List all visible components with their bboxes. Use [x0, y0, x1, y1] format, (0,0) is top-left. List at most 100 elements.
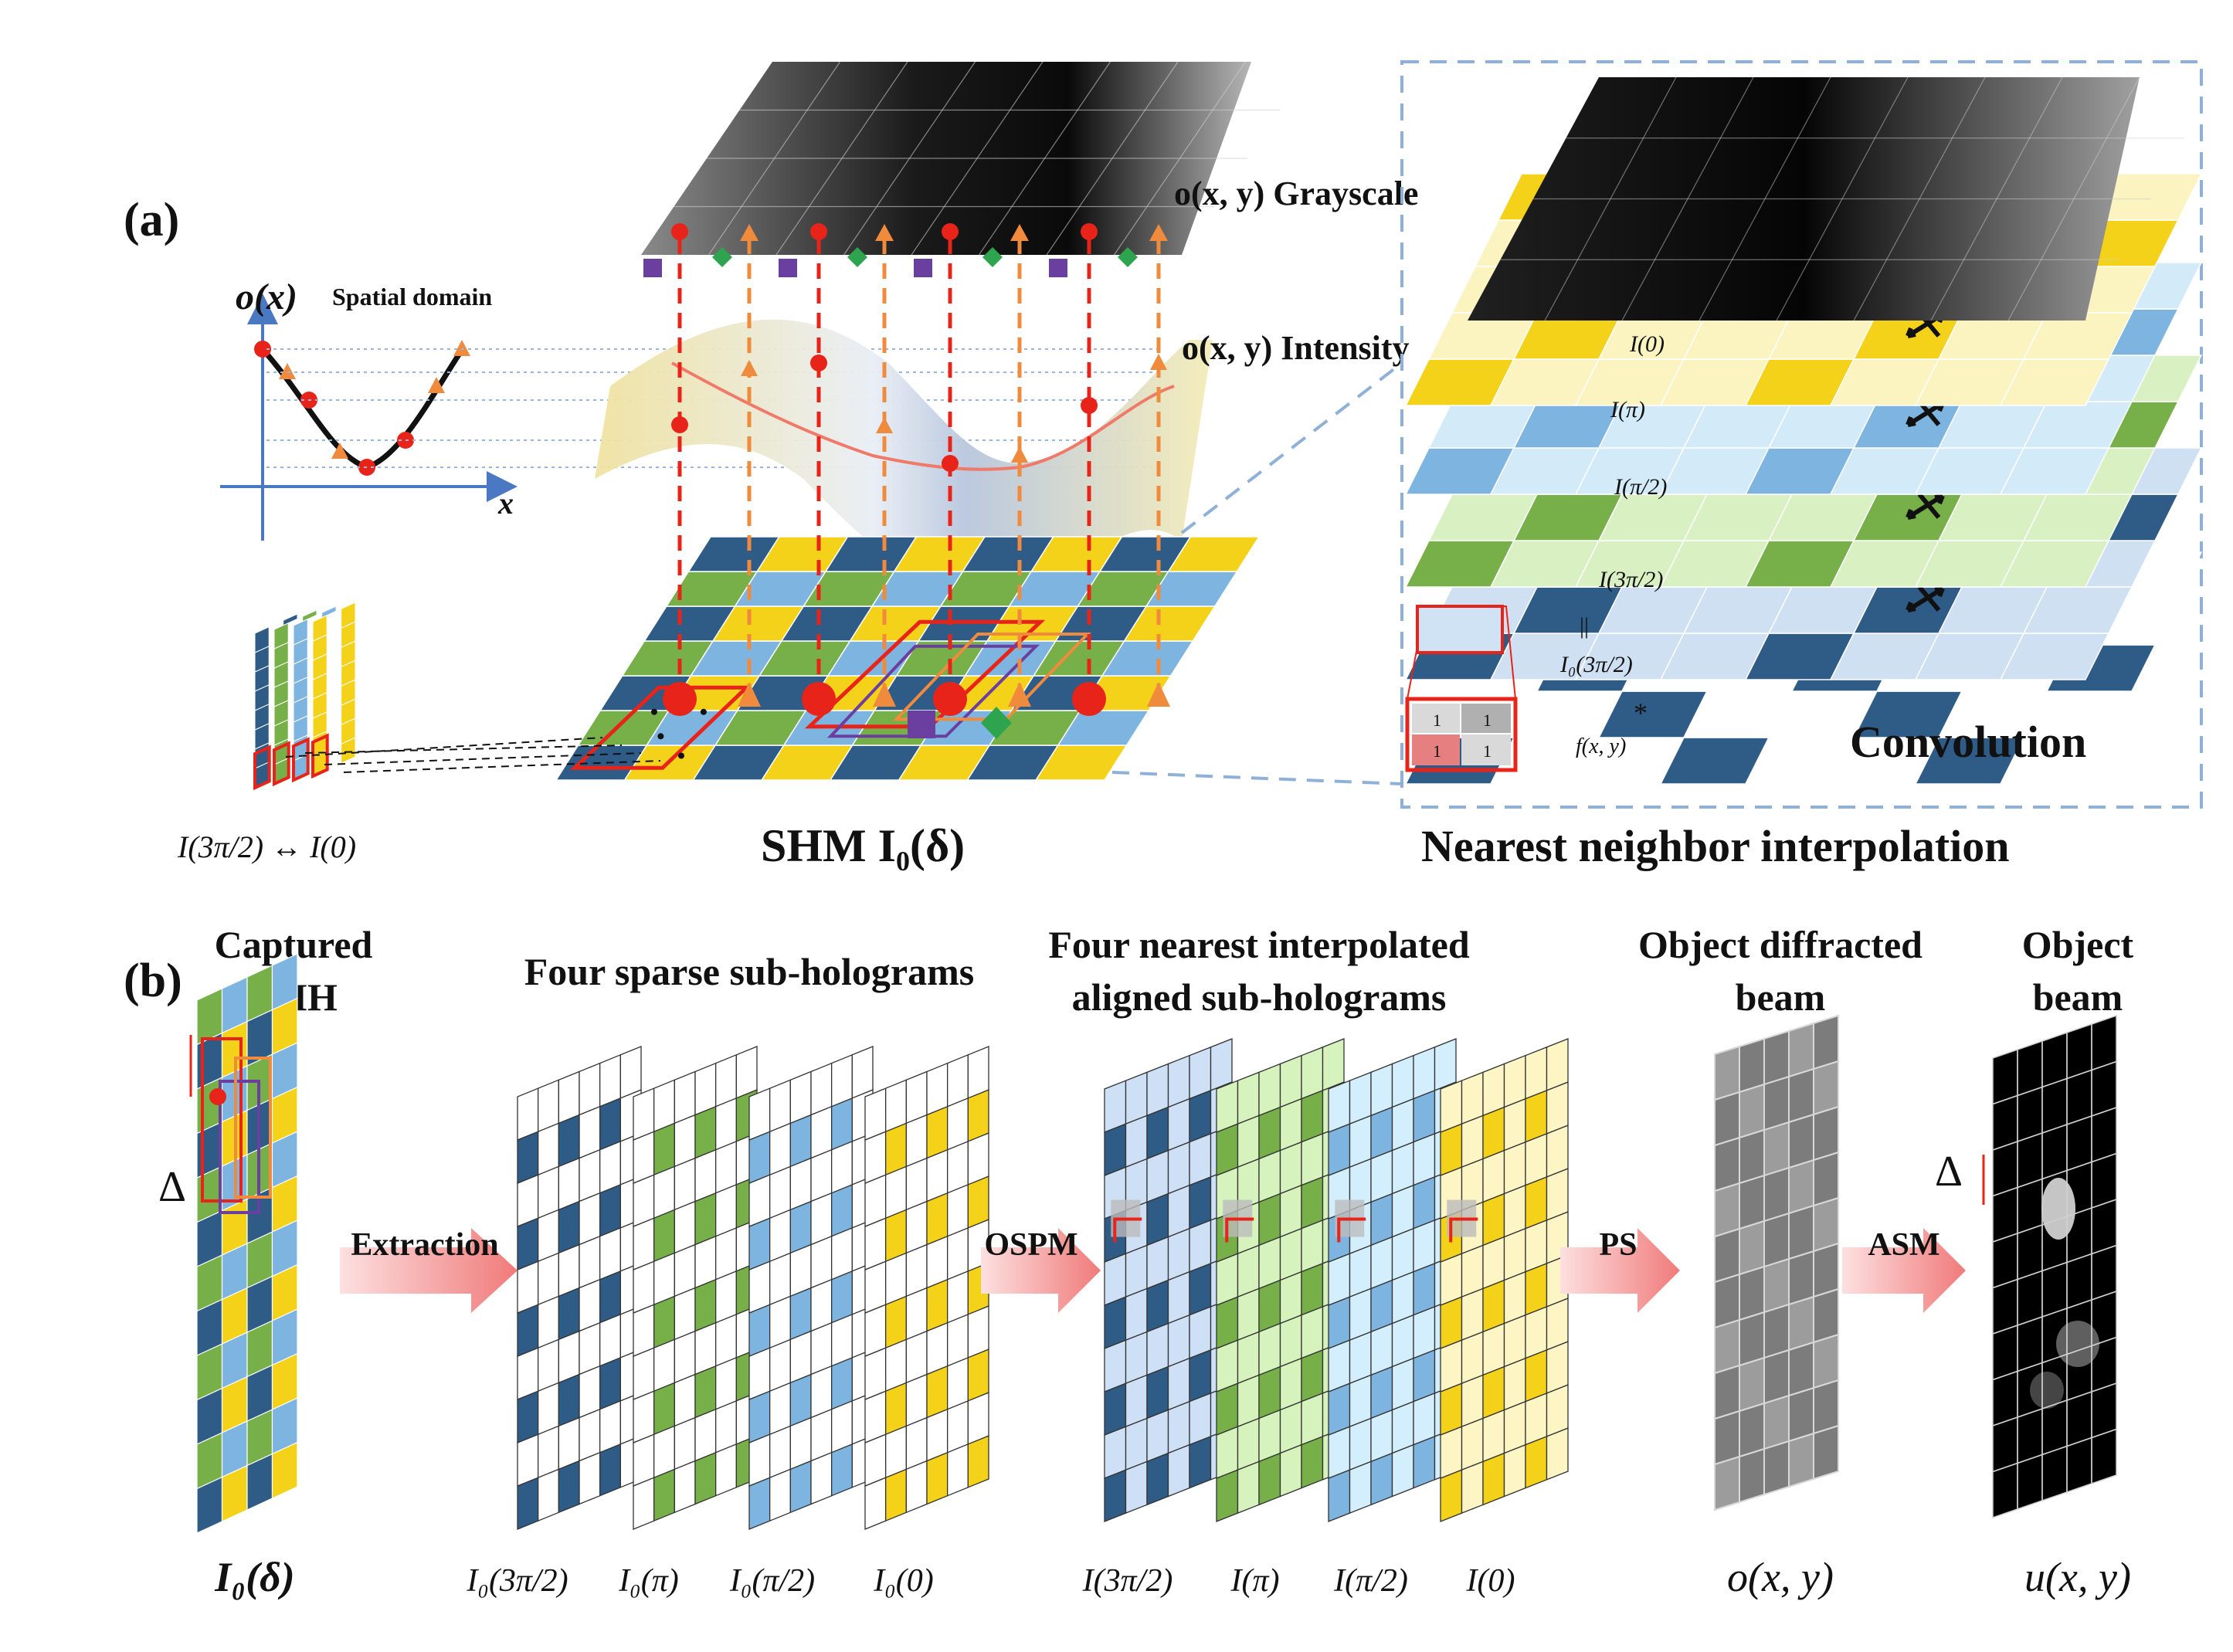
- grid-cell: [1104, 1123, 1127, 1176]
- grid-cell: [619, 1046, 642, 1099]
- delta-label-2: Δ: [1935, 1148, 1963, 1196]
- grid-cell: [864, 1390, 887, 1443]
- grid-cell: [1167, 1357, 1190, 1411]
- grid-cell: [1328, 1382, 1351, 1436]
- grid-cell: [1237, 1374, 1260, 1428]
- grid-cell: [715, 1270, 737, 1324]
- grid-cell: [1189, 1435, 1212, 1489]
- label-u-xy: u(x, y): [2024, 1554, 2131, 1600]
- grid-cell: [674, 1243, 696, 1298]
- grid-cell: [1349, 1417, 1372, 1471]
- grid-cell: [633, 1304, 655, 1357]
- grid-cell: [558, 1070, 580, 1125]
- grid-cell: [810, 1408, 833, 1462]
- shm-mosaic: [555, 536, 1261, 781]
- grid-cell: [1189, 1046, 1212, 1100]
- kernel-box: [1405, 697, 1518, 772]
- grid-cell: [1739, 1128, 1765, 1185]
- grid-cell: [1167, 1314, 1190, 1368]
- grid-cell: [1763, 1166, 1790, 1223]
- grid-cell: [715, 1140, 737, 1194]
- grid-cell: [1546, 1427, 1569, 1481]
- grayscale-square: [779, 259, 797, 277]
- grayscale-square: [643, 259, 662, 277]
- grid-cell: [810, 1235, 833, 1289]
- grid-cell: [1146, 1236, 1169, 1290]
- shift-arrow: [1917, 585, 1941, 612]
- grid-cell: [1413, 1132, 1436, 1186]
- arrow-label: ASM: [1868, 1227, 1939, 1263]
- grayscale-square: [1049, 259, 1067, 277]
- grid-cell: [1440, 1382, 1463, 1436]
- grid-cell: [885, 1468, 907, 1522]
- grid-cell: [1237, 1331, 1260, 1385]
- col5-title: beam: [2033, 975, 2123, 1019]
- panel-a-label: (a): [124, 194, 179, 246]
- grid-cell: [674, 1373, 696, 1427]
- grid-cell: [1279, 1314, 1302, 1368]
- grid-cell: [1440, 1339, 1463, 1392]
- grid-cell: [748, 1477, 771, 1530]
- grid-cell: [1714, 1045, 1740, 1101]
- grid-cell: [864, 1260, 887, 1314]
- grid-cell: [694, 1278, 717, 1332]
- grid-cell: [1413, 1392, 1436, 1446]
- grid-cell: [558, 1157, 580, 1211]
- grid-cell: [1482, 1322, 1505, 1376]
- grid-cell: [1482, 1409, 1505, 1463]
- grid-cell: [1237, 1287, 1260, 1342]
- grid-cell: [864, 1304, 887, 1357]
- grid-cell: [885, 1165, 907, 1219]
- grid-cell: [1482, 1149, 1505, 1203]
- kernel: 1 1 1 1: [1405, 605, 1518, 772]
- grid-cell: [1525, 1046, 1548, 1100]
- grid-cell: [653, 1209, 675, 1263]
- grayscale-label: o(x, y) Grayscale: [1174, 175, 1418, 212]
- kernel-value: 1: [1483, 741, 1491, 761]
- grid-cell: [905, 1200, 928, 1254]
- grid-cell: [1104, 1339, 1127, 1392]
- grid-cell: [538, 1382, 559, 1436]
- grid-cell: [810, 1451, 833, 1505]
- grid-cell: [1189, 1132, 1212, 1186]
- layer-label: I(π/2): [1614, 474, 1667, 500]
- grid-cell: [558, 1287, 580, 1341]
- grid-cell: [558, 1200, 580, 1254]
- grid-cell: [653, 1122, 675, 1176]
- kernel-value: 1: [1483, 711, 1491, 730]
- grid-cell: [633, 1260, 655, 1314]
- grid-cell: [1525, 1348, 1548, 1403]
- smh-highlight: [234, 1057, 272, 1199]
- grid-cell: [517, 1087, 539, 1141]
- grid-cell: [694, 1062, 717, 1116]
- grid-cell: [1258, 1063, 1281, 1117]
- stack-link-line: [285, 737, 603, 758]
- grid-cell: [1525, 1089, 1548, 1143]
- grayscale-diamond: [982, 247, 1003, 267]
- grid-cell: [831, 1313, 853, 1367]
- kernel-cell: [1461, 704, 1511, 733]
- mosaic-dot: [663, 682, 697, 716]
- conv-star: *: [1634, 697, 1648, 728]
- grid-cell: [1258, 1365, 1281, 1420]
- grid-cell: [905, 1287, 928, 1341]
- panel-b-label: (b): [124, 955, 182, 1007]
- col2-title: Four sparse sub-holograms: [524, 950, 974, 993]
- grid-cell: [1370, 1063, 1393, 1117]
- grid-cell: [694, 1451, 717, 1505]
- highlight-box: [826, 644, 1040, 738]
- grid-cell: [653, 1382, 675, 1436]
- arrow-asm: ASM: [1842, 1227, 1966, 1313]
- shm-title: SHM I₀(δ): [761, 820, 965, 871]
- mosaic-dot: [1072, 682, 1106, 716]
- grid-cell: [1125, 1417, 1148, 1471]
- grid-cell: [694, 1235, 717, 1289]
- grid-cell: [1763, 1303, 1790, 1359]
- grid-cell: [926, 1235, 949, 1289]
- grid-cell: [1482, 1365, 1505, 1420]
- grid-cell: [1546, 1038, 1569, 1091]
- delta-label: Δ: [158, 1163, 186, 1211]
- grid-cell: [1279, 1227, 1302, 1281]
- grid-cell: [1328, 1123, 1351, 1176]
